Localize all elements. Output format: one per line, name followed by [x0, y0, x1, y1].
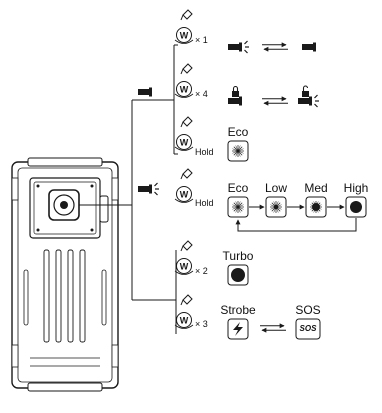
- w-button-press-icon: [174, 240, 194, 275]
- connector-lines: [79, 44, 178, 334]
- lightning-icon: [233, 322, 243, 336]
- w-button-press-icon: [174, 116, 194, 151]
- flashlight-off-icon: [302, 42, 316, 52]
- w-button-press-icon: [174, 9, 194, 44]
- flashlight-off-icon: [138, 87, 152, 97]
- w-button-press-icon: [174, 63, 194, 98]
- press-count-label: × 2: [195, 266, 208, 276]
- mode-low-icon: [265, 196, 287, 218]
- press-hold-label: Hold: [195, 198, 214, 208]
- mode-low-label: Low: [264, 181, 288, 195]
- mode-eco-icon: [227, 196, 249, 218]
- mode-med-label: Med: [304, 181, 328, 195]
- mode-turbo-label: Turbo: [222, 249, 254, 263]
- w-button-press-icon: [174, 168, 194, 203]
- mode-eco-label: Eco: [227, 125, 249, 139]
- press-count-label: × 3: [195, 319, 208, 329]
- mode-turbo-icon: [227, 264, 249, 286]
- mode-med-icon: [305, 196, 327, 218]
- bidirectional-arrow-icon: [262, 99, 288, 103]
- mode-strobe-label: Strobe: [220, 303, 256, 317]
- device-illustration: [11, 157, 119, 392]
- press-count-label: × 1: [195, 35, 208, 45]
- flashlight-on-icon: [227, 40, 250, 54]
- flashlight-off-icon: [228, 96, 242, 106]
- mode-high-icon: [345, 196, 367, 218]
- mode-strobe-icon: [227, 318, 249, 340]
- bidirectional-arrow-icon: [262, 45, 288, 49]
- padlock-open-icon: [302, 85, 309, 97]
- flashlight-on-icon: [137, 182, 160, 196]
- mode-eco-label: Eco: [227, 181, 249, 195]
- mode-sos-label: SOS: [295, 303, 321, 317]
- press-count-label: × 4: [195, 89, 208, 99]
- sos-icon-text: SOS: [299, 324, 317, 333]
- cycle-arrows: [235, 204, 357, 232]
- padlock-closed-icon: [232, 85, 239, 97]
- press-hold-label: Hold: [195, 147, 214, 157]
- mode-eco-icon: [227, 140, 249, 162]
- w-button[interactable]: [48, 189, 80, 221]
- mode-high-label: High: [343, 181, 369, 195]
- w-button-press-icon: [174, 294, 194, 329]
- bidirectional-arrow-icon: [260, 326, 286, 330]
- mode-sos-icon: [295, 318, 321, 340]
